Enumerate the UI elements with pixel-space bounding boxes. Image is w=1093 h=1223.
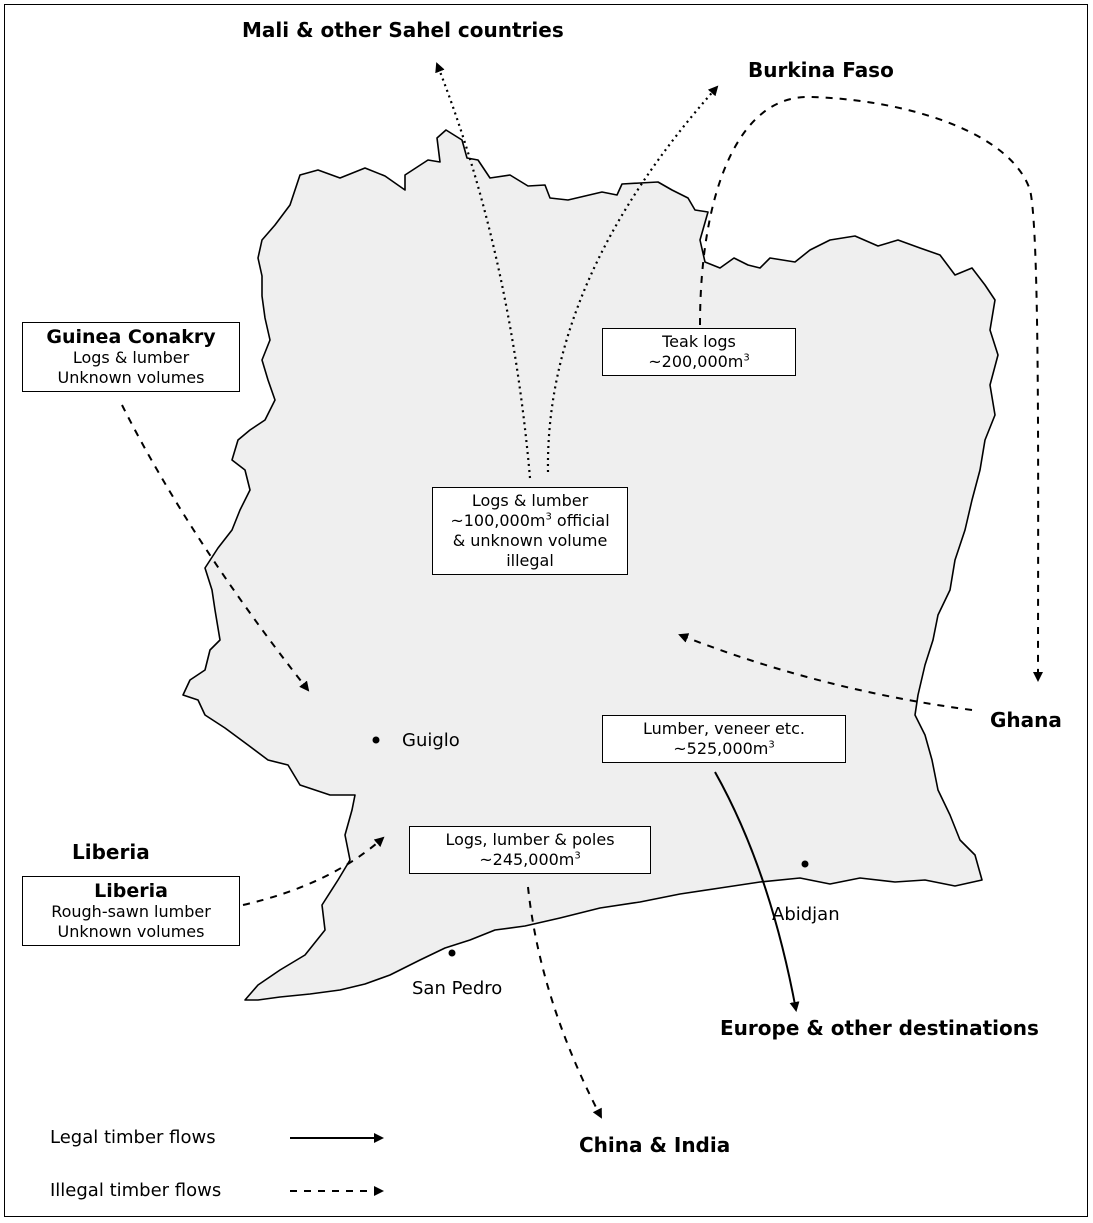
- flow-teak-ghana-arrow: [699, 95, 1044, 682]
- box-liberia-line1: Rough-sawn lumber: [51, 902, 211, 921]
- box-sanpedro-line1: Logs, lumber & poles: [445, 830, 615, 849]
- box-sanpedro-volume-text: ~245,000m: [479, 850, 575, 869]
- box-sanpedro: Logs, lumber & poles ~245,000m3: [409, 826, 651, 874]
- city-abidjan: Abidjan: [772, 904, 840, 925]
- box-guinea: Guinea Conakry Logs & lumber Unknown vol…: [22, 322, 240, 392]
- box-sanpedro-volume: ~245,000m3: [414, 850, 646, 870]
- box-central-volume: ~100,000m3 official: [437, 511, 623, 531]
- box-liberia-title: Liberia: [94, 880, 168, 902]
- box-teak-volume: ~200,000m3: [607, 352, 791, 372]
- box-guinea-line1: Logs & lumber: [72, 348, 190, 367]
- map-frame: [4, 4, 1088, 1217]
- box-central: Logs & lumber ~100,000m3 official & unkn…: [432, 487, 628, 575]
- box-abidjan-sup: 3: [768, 739, 775, 751]
- dest-mali: Mali & other Sahel countries: [242, 18, 564, 42]
- city-guiglo: Guiglo: [402, 730, 460, 751]
- dest-liberia: Liberia: [72, 840, 150, 864]
- box-liberia: Liberia Rough-sawn lumber Unknown volume…: [22, 876, 240, 946]
- city-san-pedro: San Pedro: [412, 978, 503, 999]
- flow-china-arrow: [527, 886, 602, 1119]
- abidjan-dot: [801, 860, 809, 868]
- flow-liberia-arrow: [242, 836, 385, 906]
- flow-burkina-arrow: [546, 85, 719, 473]
- flow-guinea-arrow: [121, 404, 310, 692]
- box-liberia-line2: Unknown volumes: [57, 922, 205, 941]
- san-pedro-dot: [448, 949, 456, 957]
- box-abidjan-line1: Lumber, veneer etc.: [643, 719, 805, 738]
- box-central-line3: & unknown volume: [452, 531, 608, 550]
- legend-legal-label: Legal timber flows: [50, 1127, 216, 1148]
- flow-europe-arrow: [714, 771, 800, 1012]
- dest-ghana: Ghana: [990, 708, 1062, 732]
- legend-illegal-label: Illegal timber flows: [50, 1180, 222, 1201]
- box-teak-volume-text: ~200,000m: [648, 352, 744, 371]
- flow-mali-arrow: [435, 62, 532, 479]
- dest-burkina: Burkina Faso: [748, 58, 894, 82]
- box-central-volume-suffix: official: [551, 511, 610, 530]
- box-teak-line1: Teak logs: [662, 332, 736, 351]
- box-sanpedro-sup: 3: [574, 850, 581, 862]
- dest-europe: Europe & other destinations: [720, 1016, 1039, 1040]
- guiglo-dot: [372, 736, 380, 744]
- box-teak-sup: 3: [743, 352, 750, 364]
- dest-china: China & India: [579, 1133, 731, 1157]
- box-guinea-title: Guinea Conakry: [46, 326, 216, 348]
- box-teak: Teak logs ~200,000m3: [602, 328, 796, 376]
- box-abidjan: Lumber, veneer etc. ~525,000m3: [602, 715, 846, 763]
- box-abidjan-volume: ~525,000m3: [607, 739, 841, 759]
- box-central-line1: Logs & lumber: [471, 491, 589, 510]
- box-abidjan-volume-text: ~525,000m: [673, 739, 769, 758]
- box-guinea-line2: Unknown volumes: [57, 368, 205, 387]
- box-central-sup: 3: [545, 511, 552, 523]
- box-central-line4: illegal: [506, 551, 554, 570]
- box-central-volume-text: ~100,000m: [450, 511, 546, 530]
